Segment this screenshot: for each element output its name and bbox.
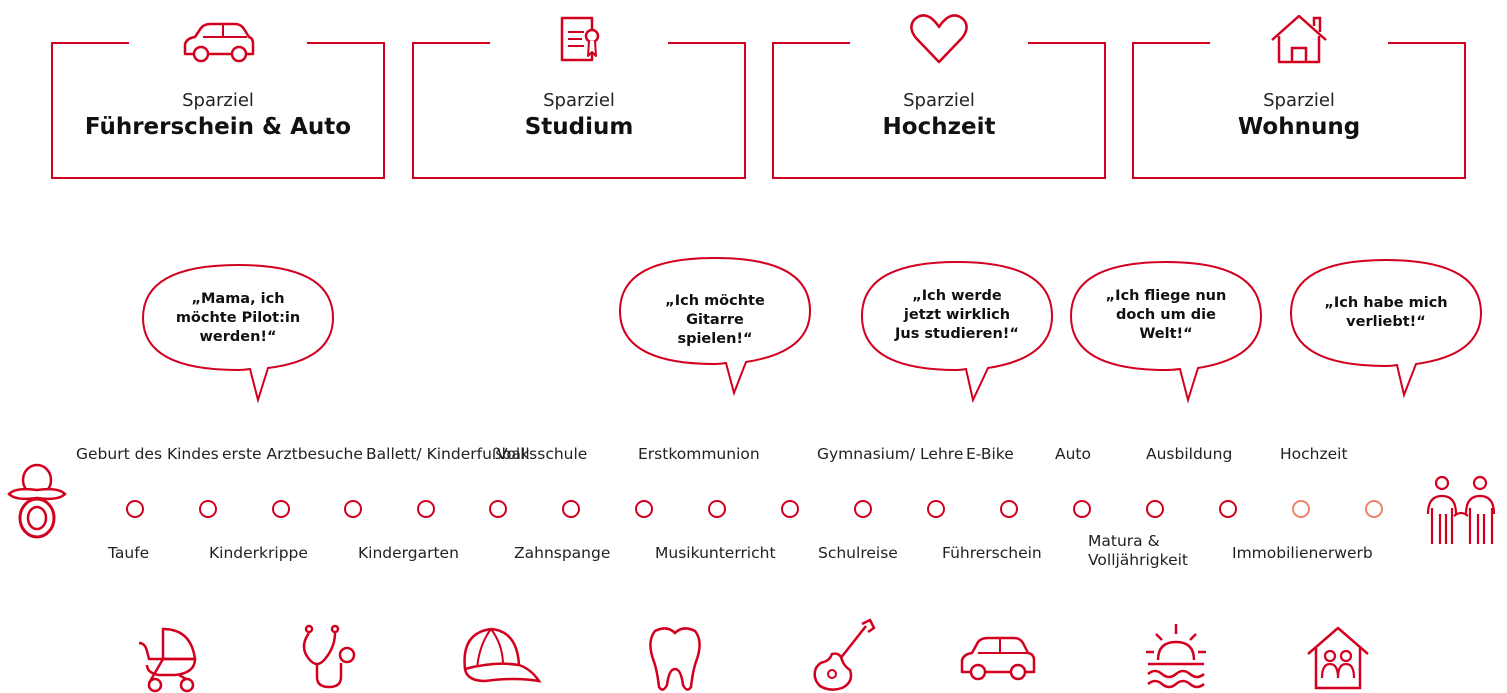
timeline-top-label: Ballett/ Kinderfußball xyxy=(366,445,530,463)
timeline-bottom-label: Kinderkrippe xyxy=(209,544,308,562)
speech-bubble-1 xyxy=(141,263,335,404)
timeline-node xyxy=(1292,500,1310,518)
timeline-node xyxy=(1000,500,1018,518)
tooth-icon xyxy=(649,627,701,691)
goal-title: Wohnung xyxy=(1237,114,1361,140)
timeline-node xyxy=(1146,500,1164,518)
pacifier-icon xyxy=(7,463,67,539)
timeline-bottom-label: Taufe xyxy=(108,544,150,562)
car-icon xyxy=(960,636,1036,681)
goal-label: Sparziel xyxy=(1263,90,1335,111)
timeline-top-label: Auto xyxy=(1055,445,1091,463)
goal-title: Führerschein & Auto xyxy=(84,114,352,140)
goal-title: Studium xyxy=(524,114,634,140)
house-icon xyxy=(1271,14,1327,64)
stethoscope-icon xyxy=(302,624,356,689)
timeline-node xyxy=(344,500,362,518)
sunset-icon xyxy=(1146,624,1206,689)
timeline-bottom-label: Musikunterricht xyxy=(655,544,776,562)
goal-box-fuehrerschein: Sparziel Führerschein & Auto xyxy=(51,22,385,179)
timeline-top-label: Ausbildung xyxy=(1146,445,1233,463)
speech-bubble-5 xyxy=(1289,258,1483,399)
bottom-icons xyxy=(138,618,1369,693)
timeline-bottom-label: Immobilienerwerb xyxy=(1232,544,1373,562)
goal-label: Sparziel xyxy=(182,90,254,111)
goal-box-wohnung: Sparziel Wohnung xyxy=(1132,14,1466,179)
timeline-top-label: Geburt des Kindes xyxy=(76,445,219,463)
bubble-text-5: „Ich habe mich verliebt!“ xyxy=(1324,295,1448,330)
bubble-text-3: „Ich werde jetzt wirklich Jus studieren!… xyxy=(895,288,1019,342)
speech-bubble-3 xyxy=(860,260,1054,404)
goal-label: Sparziel xyxy=(903,90,975,111)
timeline-node xyxy=(635,500,653,518)
goal-box-studium: Sparziel Studium xyxy=(412,16,746,179)
timeline-node xyxy=(1073,500,1091,518)
diploma-icon xyxy=(560,16,600,62)
timeline-node xyxy=(854,500,872,518)
timeline-top-label: erste Arztbesuche xyxy=(222,445,363,463)
speech-bubble-4 xyxy=(1069,260,1263,404)
bubble-text-4: „Ich fliege nun doch um die Welt!“ xyxy=(1105,288,1227,342)
timeline-node xyxy=(126,500,144,518)
goal-label: Sparziel xyxy=(543,90,615,111)
grandparents-icon xyxy=(1426,475,1496,544)
timeline-top-label: Hochzeit xyxy=(1280,445,1348,463)
timeline-node xyxy=(1219,500,1237,518)
stroller-icon xyxy=(138,627,197,693)
family-house-icon xyxy=(1307,626,1369,690)
timeline-top-label: Gymnasium/ Lehre xyxy=(817,445,964,463)
timeline-bottom-label: Schulreise xyxy=(818,544,898,562)
timeline-node xyxy=(927,500,945,518)
bubble-text-1: „Mama, ich möchte Pilot:in werden!“ xyxy=(175,291,301,345)
timeline-bottom-label: Kindergarten xyxy=(358,544,459,562)
cap-icon xyxy=(463,627,542,683)
timeline-bottom-label: Zahnspange xyxy=(514,544,611,562)
timeline-node xyxy=(417,500,435,518)
timeline-node xyxy=(562,500,580,518)
timeline-node xyxy=(708,500,726,518)
timeline-node xyxy=(272,500,290,518)
timeline-top-label: Erstkommunion xyxy=(638,445,760,463)
goal-title: Hochzeit xyxy=(882,114,996,140)
speech-bubble-2 xyxy=(618,256,812,397)
timeline-top-label: E-Bike xyxy=(966,445,1014,463)
guitar-icon xyxy=(813,618,876,691)
timeline-node xyxy=(199,500,217,518)
bubble-text-2: „Ich möchte Gitarre spielen!“ xyxy=(665,293,765,347)
goal-box-hochzeit: Sparziel Hochzeit xyxy=(772,14,1106,179)
heart-icon xyxy=(910,14,968,64)
timeline-bottom-label: Matura & Volljährigkeit xyxy=(1088,532,1188,569)
timeline-node xyxy=(781,500,799,518)
car-icon xyxy=(183,22,255,63)
timeline-top-label: Volksschule xyxy=(497,445,588,463)
timeline-node xyxy=(1365,500,1383,518)
timeline-node xyxy=(489,500,507,518)
timeline-bottom-label: Führerschein xyxy=(942,544,1042,562)
